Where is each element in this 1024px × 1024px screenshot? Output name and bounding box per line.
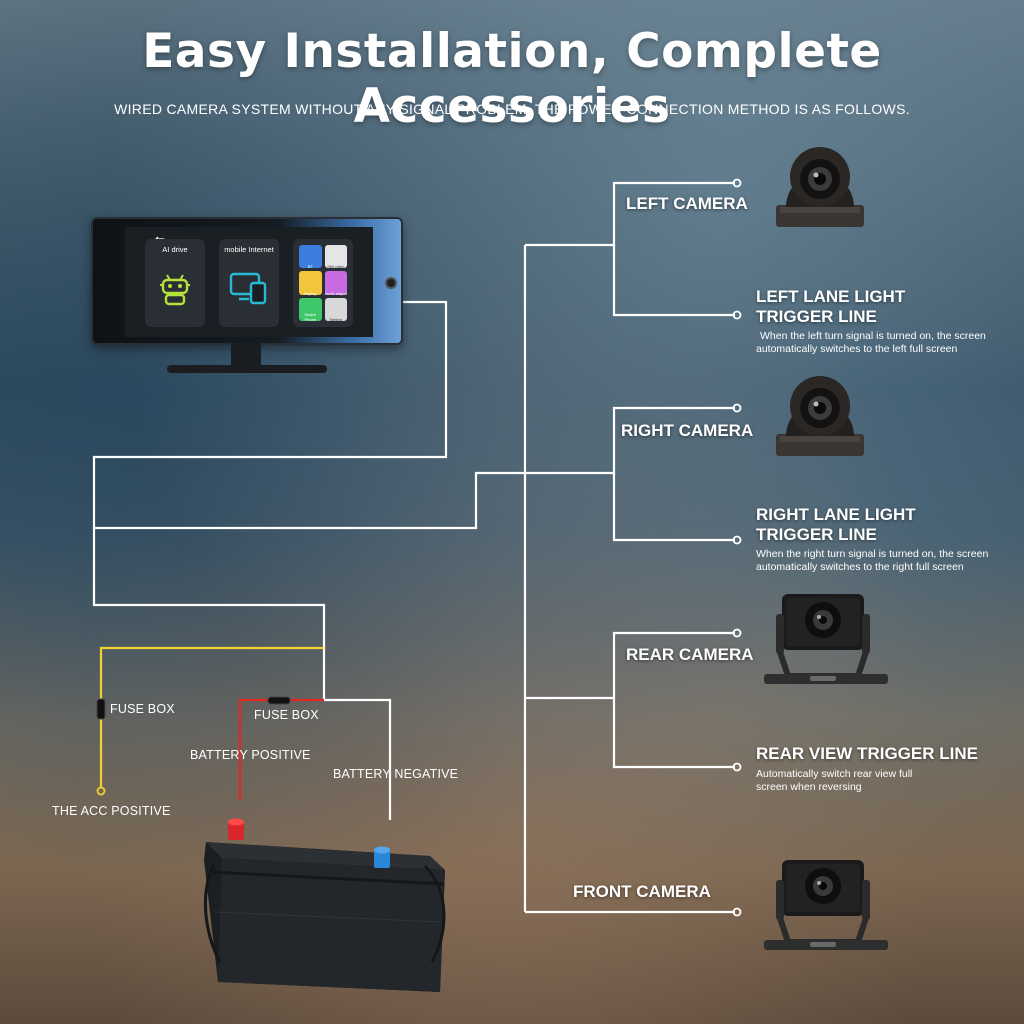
endpoint-dots xyxy=(96,178,742,917)
replay-tile: Replay xyxy=(299,271,322,296)
left-lane-wire xyxy=(612,245,735,317)
right-lane-title-1: RIGHT LANE LIGHT xyxy=(756,505,916,524)
rear-camera-label: REAR CAMERA xyxy=(626,645,754,664)
car-battery-icon xyxy=(204,818,446,992)
monitor-power-wire xyxy=(92,300,448,700)
still-video-tile-label: Still video xyxy=(327,264,345,270)
right-lane-desc-2: automatically switches to the right full… xyxy=(756,561,964,573)
monitor-device: AI drive mobile Internet xyxy=(91,217,403,373)
monitor-stand-base xyxy=(167,365,327,373)
app-mobile-internet-label: mobile Internet xyxy=(224,245,274,254)
screens-icon xyxy=(229,272,267,305)
left-camera-label: LEFT CAMERA xyxy=(626,194,748,213)
switch-phone-tile-label: Switch Phone xyxy=(304,312,317,322)
right-camera-wire xyxy=(525,406,735,475)
left-camera-icon xyxy=(776,147,864,227)
battery-negative-label: BATTERY NEGATIVE xyxy=(333,767,459,781)
battery-positive-label: BATTERY POSITIVE xyxy=(190,748,311,762)
switch-phone-tile: Switch Phone xyxy=(299,297,322,322)
audio-output-tile-label: Audio output xyxy=(324,290,347,296)
fuse-box-2-label: FUSE BOX xyxy=(254,708,319,722)
battery-negative-wire xyxy=(324,698,392,820)
acc-positive-label: THE ACC POSITIVE xyxy=(52,804,171,818)
left-lane-title-2: TRIGGER LINE xyxy=(756,307,877,326)
front-camera-icon xyxy=(764,860,888,950)
fuse-box-1-icon xyxy=(96,698,106,720)
page-title: Easy Installation, Complete Accessories xyxy=(142,24,882,134)
app-ai-drive-label: AI drive xyxy=(162,245,188,254)
right-lane-desc-1: When the right turn signal is turned on,… xyxy=(756,548,989,560)
setting-tile-label: Setting xyxy=(329,317,342,322)
left-lane-desc-2: automatically switches to the left full … xyxy=(756,343,958,355)
rear-camera-wire xyxy=(525,631,735,700)
rear-camera-icon xyxy=(764,594,888,684)
power-knob-icon xyxy=(385,277,397,289)
right-lane-wire xyxy=(612,473,735,542)
setting-tile: Setting xyxy=(324,297,347,322)
rear-view-desc-1: Automatically switch rear view full xyxy=(756,768,913,780)
fuse-box-2-icon xyxy=(267,696,291,705)
monitor-home-screen: AI drive mobile Internet xyxy=(125,227,373,337)
robot-icon xyxy=(160,274,190,306)
app-mobile-internet: mobile Internet xyxy=(219,239,279,327)
signal-trunk-wire xyxy=(94,471,525,530)
replay-tile-label: Replay xyxy=(304,290,317,296)
left-lane-desc-1: When the left turn signal is turned on, … xyxy=(760,330,986,342)
page-subtitle: WIRED CAMERA SYSTEM WITHOUT ANY SIGNAL P… xyxy=(114,101,910,117)
right-camera-label: RIGHT CAMERA xyxy=(621,421,754,440)
fuse-box-1-label: FUSE BOX xyxy=(110,702,175,716)
right-camera-icon xyxy=(776,376,864,456)
monitor-stand-neck xyxy=(231,343,261,367)
left-lane-title-1: LEFT LANE LIGHT xyxy=(756,287,906,306)
battery-positive-wire xyxy=(238,698,324,800)
still-video-tile: Still video xyxy=(324,245,347,270)
audio-output-tile: Audio output xyxy=(324,271,347,296)
bt-tile: BT xyxy=(299,245,322,270)
bt-tile-label: BT xyxy=(307,264,313,270)
left-camera-wire xyxy=(525,181,735,247)
acc-positive-wire xyxy=(99,646,324,788)
rear-view-desc-2: screen when reversing xyxy=(756,781,862,793)
right-lane-title-2: TRIGGER LINE xyxy=(756,525,877,544)
rear-view-title: REAR VIEW TRIGGER LINE xyxy=(756,744,978,763)
monitor-screen: AI drive mobile Internet xyxy=(91,217,403,345)
rear-view-wire xyxy=(612,698,735,769)
front-camera-label: FRONT CAMERA xyxy=(573,882,711,901)
app-ai-drive: AI drive xyxy=(145,239,205,327)
signal-wires xyxy=(92,181,735,914)
app-grid-panel: BT Still video Replay Audio output Switc… xyxy=(293,239,353,327)
